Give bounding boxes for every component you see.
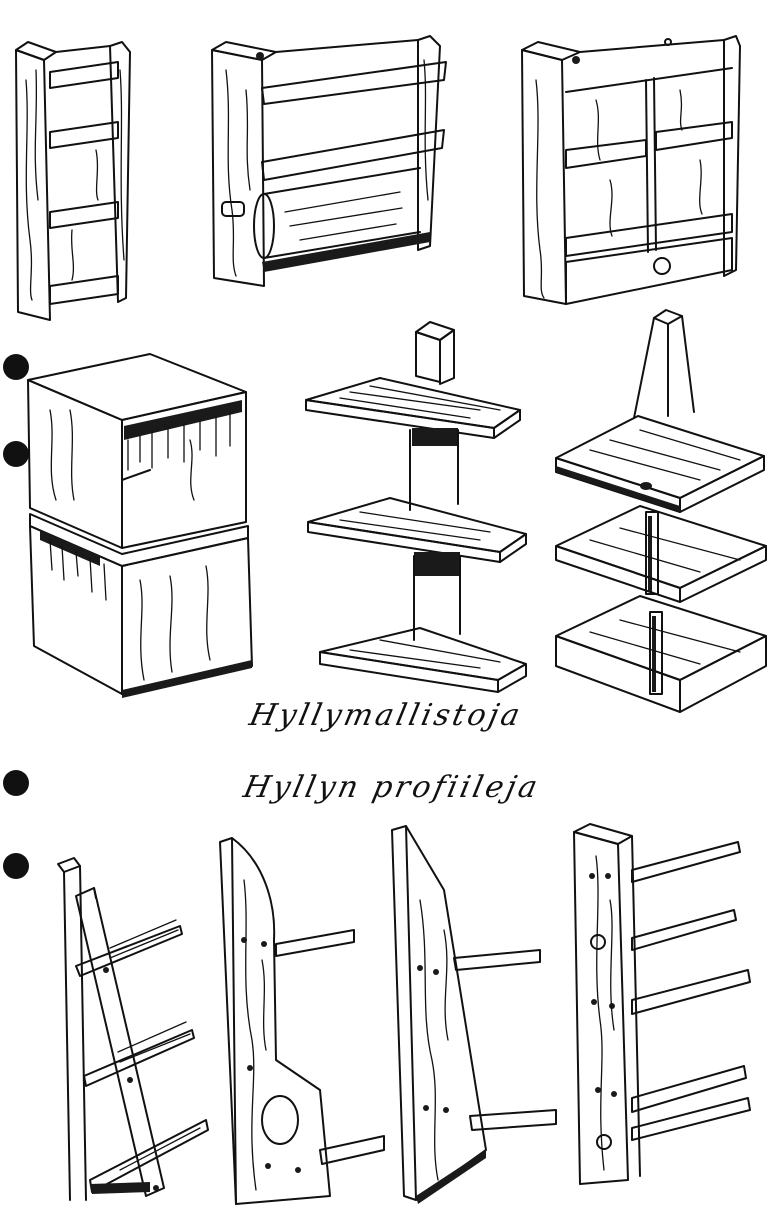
plank-profile-sketch <box>573 823 751 1185</box>
cubby-bookcase-sketch <box>521 35 741 305</box>
caption-shelf-models: Hyllymallistoja <box>246 698 526 733</box>
punch-hole <box>3 354 29 380</box>
caption-shelf-profiles: Hyllyn profiileja <box>240 770 544 805</box>
curved-profile-sketch <box>219 837 385 1205</box>
offset-shelf-sketch <box>555 309 767 713</box>
cube-shelf-sketch <box>27 353 253 698</box>
ladder-profile-sketch <box>57 857 209 1201</box>
log-bookcase-sketch <box>211 35 447 287</box>
narrow-bookcase-sketch <box>15 41 131 321</box>
corner-shelf-sketch <box>305 321 527 693</box>
punch-hole <box>3 441 29 467</box>
punch-hole <box>3 770 29 796</box>
tapered-profile-sketch <box>391 825 557 1204</box>
punch-hole <box>3 853 29 879</box>
